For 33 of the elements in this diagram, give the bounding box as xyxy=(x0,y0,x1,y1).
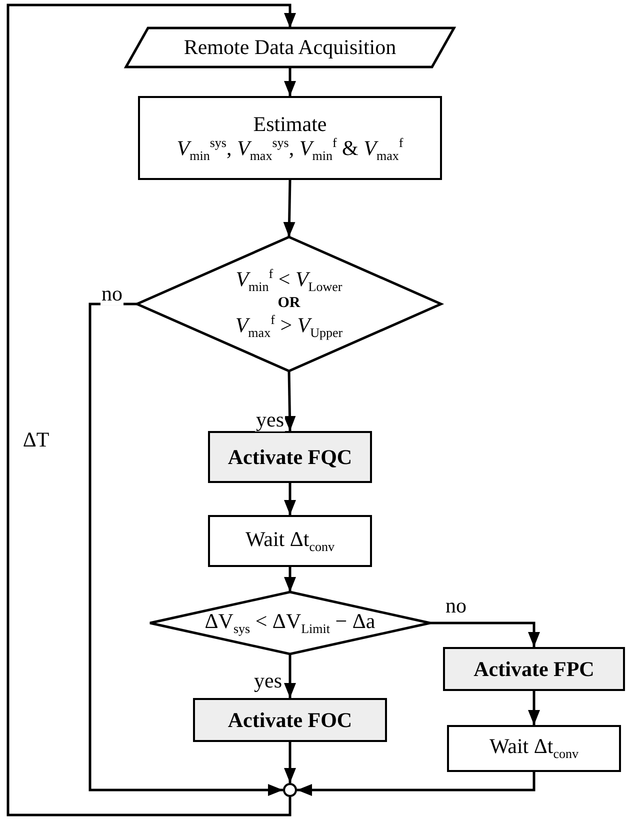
process-box xyxy=(443,647,625,691)
arrow xyxy=(284,483,296,515)
node-text: Wait Δt$_{conv}$ xyxy=(245,526,335,556)
node-text: Wait Δt$_{conv}$ xyxy=(489,734,579,763)
circle-node xyxy=(283,783,297,797)
arrow xyxy=(88,302,283,796)
process-box xyxy=(138,96,442,180)
process-box xyxy=(193,698,387,742)
process-box xyxy=(208,431,372,483)
node-text: V$_{min}$$^{f}$ < V$_{Lower}$ xyxy=(236,267,342,296)
node-text: Activate FPC xyxy=(474,656,594,682)
decision-diamond xyxy=(137,237,441,371)
node-text: ΔV$_{sys}$ < ΔV$_{Limit}$ − Δa xyxy=(204,608,376,638)
arrow xyxy=(284,370,296,432)
arrow xyxy=(430,622,540,647)
arrow xyxy=(284,742,296,783)
data-input-parallelogram xyxy=(126,28,454,67)
arrow xyxy=(283,180,296,238)
arrow xyxy=(528,691,540,725)
arrow xyxy=(284,654,296,698)
arrow xyxy=(284,567,296,592)
node-text: Estimate xyxy=(253,112,327,136)
node-text: Remote Data Acquisition xyxy=(184,35,396,60)
arrow xyxy=(297,772,536,796)
arrow xyxy=(6,4,296,816)
decision-diamond xyxy=(150,592,430,654)
process-box xyxy=(208,515,372,567)
process-box xyxy=(447,725,621,772)
node-text: Activate FOC xyxy=(228,708,352,732)
operator-text: OR xyxy=(278,295,300,313)
node-text: Activate FQC xyxy=(228,444,352,470)
node-text: V$_{max}$$^{f}$ > V$_{Upper}$ xyxy=(235,312,343,341)
arrow xyxy=(284,67,296,96)
